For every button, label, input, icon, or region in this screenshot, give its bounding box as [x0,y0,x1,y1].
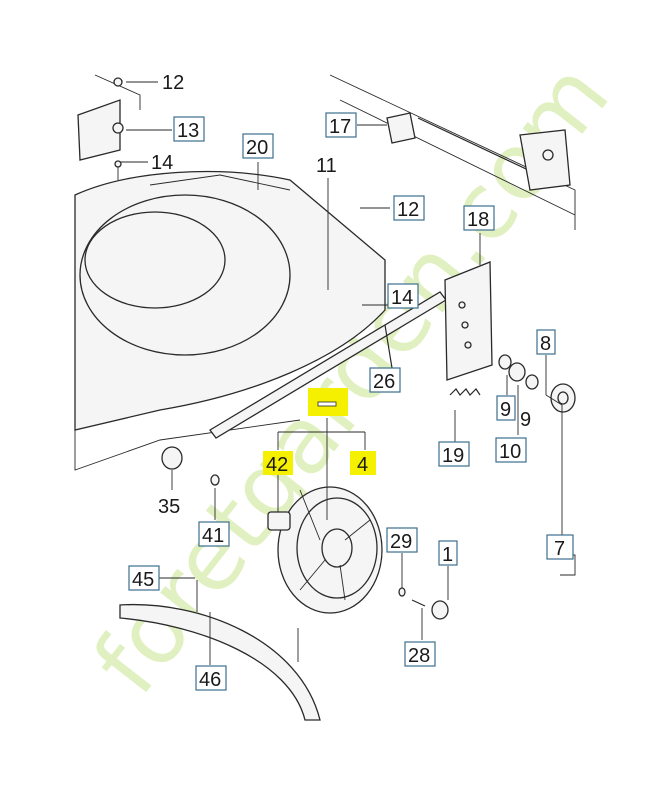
callout-42-text: 42 [266,454,288,476]
right-hardware [498,354,576,413]
callout-9-left-box [496,395,516,421]
callout-26: 26 [369,367,401,393]
callout-41-box [198,521,230,547]
callout-29-text: 29 [390,531,412,553]
callout-14-right: 14 [387,283,419,309]
callout-28-text: 28 [408,645,430,667]
rear-flap [119,580,321,721]
callout-9-left-text: 9 [500,399,511,421]
callout-12-right-box [393,195,425,221]
callout-4: 4 [350,451,376,476]
callout-14-right-box [387,283,419,309]
callout-45-text: 45 [132,569,154,591]
callout-42: 42 [263,451,293,476]
deck-housing [74,170,386,471]
callout-10: 10 [495,437,527,463]
callout-1: 1 [438,540,458,566]
callout-7-box [546,534,574,560]
callout-11: 11 [316,155,337,177]
handle-bracket [77,77,124,180]
callout-13: 13 [173,116,205,142]
callout-46-text: 46 [199,669,221,691]
callout-46-box [195,665,227,691]
callout-20-box [242,133,274,159]
callout-8: 8 [536,329,556,355]
callout-13-text: 13 [177,120,199,142]
callout-4-text: 4 [357,454,368,476]
callout-17-text: 17 [329,116,351,138]
callout-12-top: 12 [162,72,184,94]
callout-9-left: 9 [496,395,516,421]
callout-10-text: 10 [499,441,521,463]
callout-14-left-text: 14 [151,152,173,174]
callout-7: 7 [546,534,574,560]
callout-14-left: 14 [151,152,173,174]
callout-35-text: 35 [158,496,180,518]
callout-26-text: 26 [373,371,395,393]
callout-41-text: 41 [202,525,224,547]
callout-35: 35 [158,496,180,518]
callout-12-right: 12 [393,195,425,221]
callout-7-text: 7 [554,538,565,560]
height-adjuster [444,129,571,381]
hub-cap-35 [161,446,183,470]
callout-41: 41 [198,521,230,547]
callout-45: 45 [128,565,160,591]
callout-19: 19 [438,441,470,467]
callout-18: 18 [463,205,495,231]
callout-8-text: 8 [540,333,551,355]
callout-12-right-text: 12 [397,199,419,221]
rear-wheel [267,486,383,614]
callout-20-text: 20 [246,137,268,159]
callout-9-right-text: 9 [520,409,531,431]
callout-17-box [325,112,357,138]
callout-29-box [386,527,418,553]
callout-42-box [263,451,293,475]
part-17-stopper [386,112,416,144]
wheel-assembly-marker [317,401,337,407]
callout-11-text: 11 [316,155,337,177]
callout-13-box [173,116,205,142]
callout-20: 20 [242,133,274,159]
callout-4-box [350,451,376,475]
callout-17: 17 [325,112,357,138]
callout-8-box [536,329,556,355]
washer-41 [210,474,220,486]
spring [449,388,481,396]
callout-19-text: 19 [442,445,464,467]
wheel-fasteners [398,587,449,620]
callouts: 12 13 14 20 17 11 12 18 14 [128,72,574,691]
callout-46: 46 [195,665,227,691]
callout-28-box [404,641,436,667]
callout-45-box [128,565,160,591]
callout-14-right-text: 14 [391,287,413,309]
callout-28: 28 [404,641,436,667]
callout-12-top-text: 12 [162,72,184,94]
callout-1-box [438,540,458,566]
callout-10-box [495,437,527,463]
callout-29: 29 [386,527,418,553]
callout-9-right: 9 [520,409,531,431]
leader-lines [120,81,563,665]
callout-26-box [369,367,401,393]
callout-18-box [463,205,495,231]
callout-1-text: 1 [442,544,453,566]
callout-19-box [438,441,470,467]
callout-18-text: 18 [467,209,489,231]
